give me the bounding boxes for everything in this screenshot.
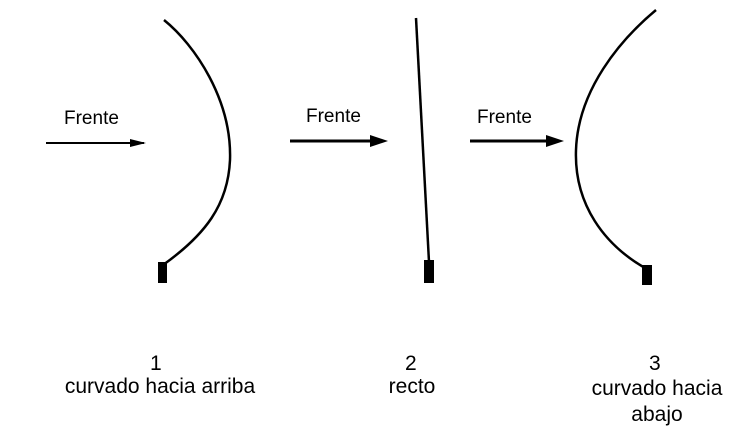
panel-3-caption-line1: curvado hacia: [591, 377, 723, 400]
panel-1-caption: curvado hacia arriba: [64, 375, 256, 398]
panel-3-front-label: Frente: [477, 107, 532, 128]
panel-2-caption: recto: [388, 375, 436, 398]
panel-1-drawing: [46, 19, 232, 283]
panel-2-drawing: [290, 17, 434, 283]
panel-3-base: [642, 265, 652, 285]
panel-3-arrowhead: [546, 135, 564, 147]
panel-2-line: [414, 17, 431, 263]
panel-3-caption-line2: abajo: [631, 403, 683, 426]
panel-3-curve: [574, 9, 657, 270]
panel-1-front-label: Frente: [64, 108, 119, 129]
panel-1-number: 1: [150, 352, 162, 375]
panel-3-drawing: [470, 9, 657, 285]
panel-3-number: 3: [649, 352, 661, 375]
panel-1-arrowhead: [130, 139, 146, 147]
panel-2-number: 2: [405, 352, 417, 375]
panel-2-base: [424, 260, 434, 283]
panel-2-front-label: Frente: [306, 106, 361, 127]
panel-2-arrowhead: [370, 135, 388, 147]
panel-1-base: [158, 262, 167, 283]
panel-1-curve: [162, 19, 232, 267]
